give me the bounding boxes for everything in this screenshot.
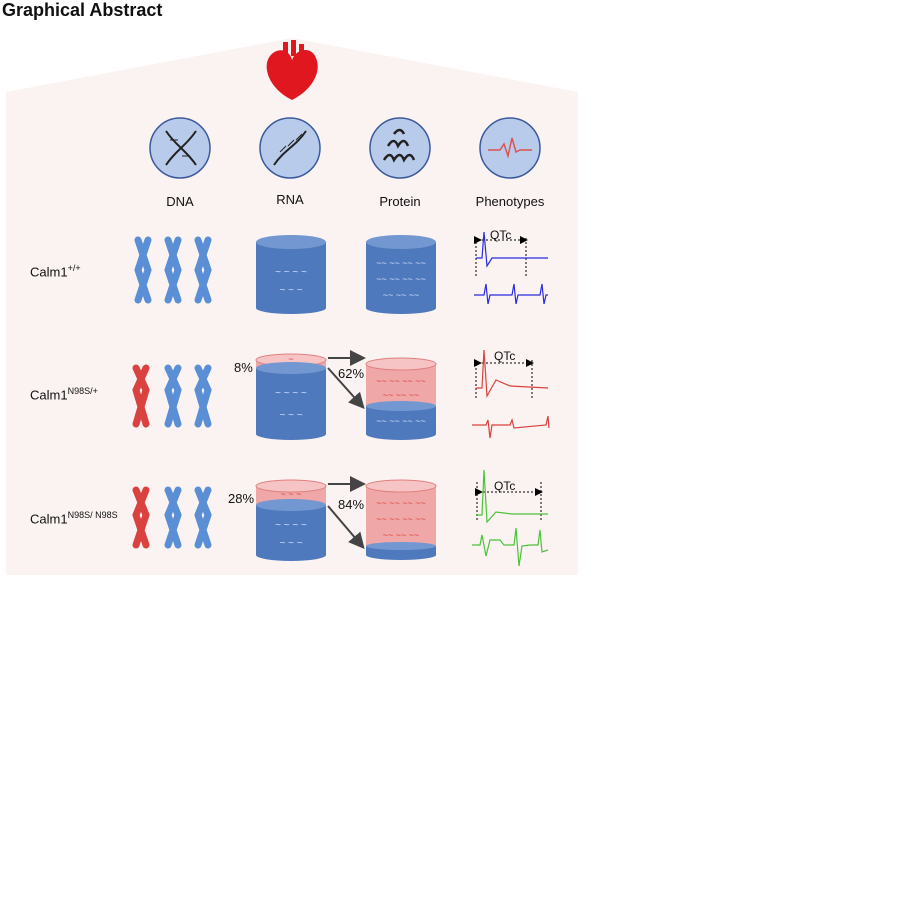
svg-text:~~ ~~ ~~ ~~: ~~ ~~ ~~ ~~ [376,498,426,508]
chromosomes-row-wt [134,236,212,304]
rna-mutant-percent-hom: 28% [228,491,255,506]
ecg-trace-hom [472,469,549,567]
svg-text:~ ~ ~: ~ ~ ~ [279,538,302,549]
row-label-het: Calm1N98S/+ [30,386,98,403]
ecg-icon [479,117,541,179]
svg-text:~~ ~~ ~~ ~~: ~~ ~~ ~~ ~~ [376,258,426,268]
svg-text:~ ~ ~ ~: ~ ~ ~ ~ [275,388,307,399]
svg-text:~~ ~~ ~~: ~~ ~~ ~~ [383,290,420,300]
qtc-label-het: QTc [494,349,516,363]
qtc-label-wt: QTc [490,228,512,242]
chromosomes-row-het [132,364,212,428]
svg-text:~ ~ ~ ~: ~ ~ ~ ~ [275,267,307,278]
svg-text:~~ ~~ ~~ ~~: ~~ ~~ ~~ ~~ [376,416,426,426]
dna-icon [149,117,211,179]
ecg-trace-het [472,349,550,439]
svg-text:~~ ~~ ~~ ~~: ~~ ~~ ~~ ~~ [376,274,426,284]
graphical-abstract-title: Graphical Abstract [2,0,163,20]
ecg-trace-wt [474,231,548,305]
svg-text:~~ ~~ ~~ ~~: ~~ ~~ ~~ ~~ [376,514,426,524]
row-label-hom: Calm1N98S/ N98S [30,510,118,527]
protein-cylinder-het: ~~ ~~ ~~ ~~ ~~ ~~ ~~ ~~ ~~ ~~ ~~ [365,357,437,440]
column-header-dna: DNA [166,194,194,209]
svg-text:~ ~ ~: ~ ~ ~ [279,410,302,421]
svg-text:~~ ~~ ~~: ~~ ~~ ~~ [383,390,420,400]
arrows-hom [327,476,366,550]
svg-text:~ ~ ~: ~ ~ ~ [281,489,302,499]
row-label-wt: Calm1+/+ [30,263,81,280]
column-header-phenotypes: Phenotypes [475,194,545,209]
rna-cylinder-hom: ~ ~ ~ ~ ~ ~ ~ ~ ~ ~ [255,479,327,561]
protein-icon [369,117,431,179]
protein-mutant-percent-het: 62% [338,366,365,381]
svg-text:~ ~ ~ ~: ~ ~ ~ ~ [275,520,307,531]
arrows-het [327,350,366,409]
heart-icon [266,40,318,100]
rna-cylinder-het: ~ ~ ~ ~ ~ ~ ~ ~ [255,353,327,440]
chromosomes-row-hom [132,486,212,549]
svg-text:~~ ~~ ~~ ~~: ~~ ~~ ~~ ~~ [376,376,426,386]
protein-cylinder-wt: ~~ ~~ ~~ ~~ ~~ ~~ ~~ ~~ ~~ ~~ ~~ [366,235,436,314]
column-header-protein: Protein [379,194,421,209]
qtc-label-hom: QTc [494,479,516,493]
svg-text:~~ ~~ ~~: ~~ ~~ ~~ [383,530,420,540]
protein-cylinder-hom: ~~ ~~ ~~ ~~ ~~ ~~ ~~ ~~ ~~ ~~ ~~ [365,479,437,560]
rna-cylinder-wt: ~ ~ ~ ~ ~ ~ ~ [256,235,326,314]
rna-icon [259,117,321,179]
svg-text:~: ~ [288,354,293,364]
protein-mutant-percent-hom: 84% [338,497,365,512]
column-header-rna: RNA [276,192,304,207]
rna-mutant-percent-het: 8% [234,360,253,375]
svg-text:~ ~ ~: ~ ~ ~ [279,285,302,296]
